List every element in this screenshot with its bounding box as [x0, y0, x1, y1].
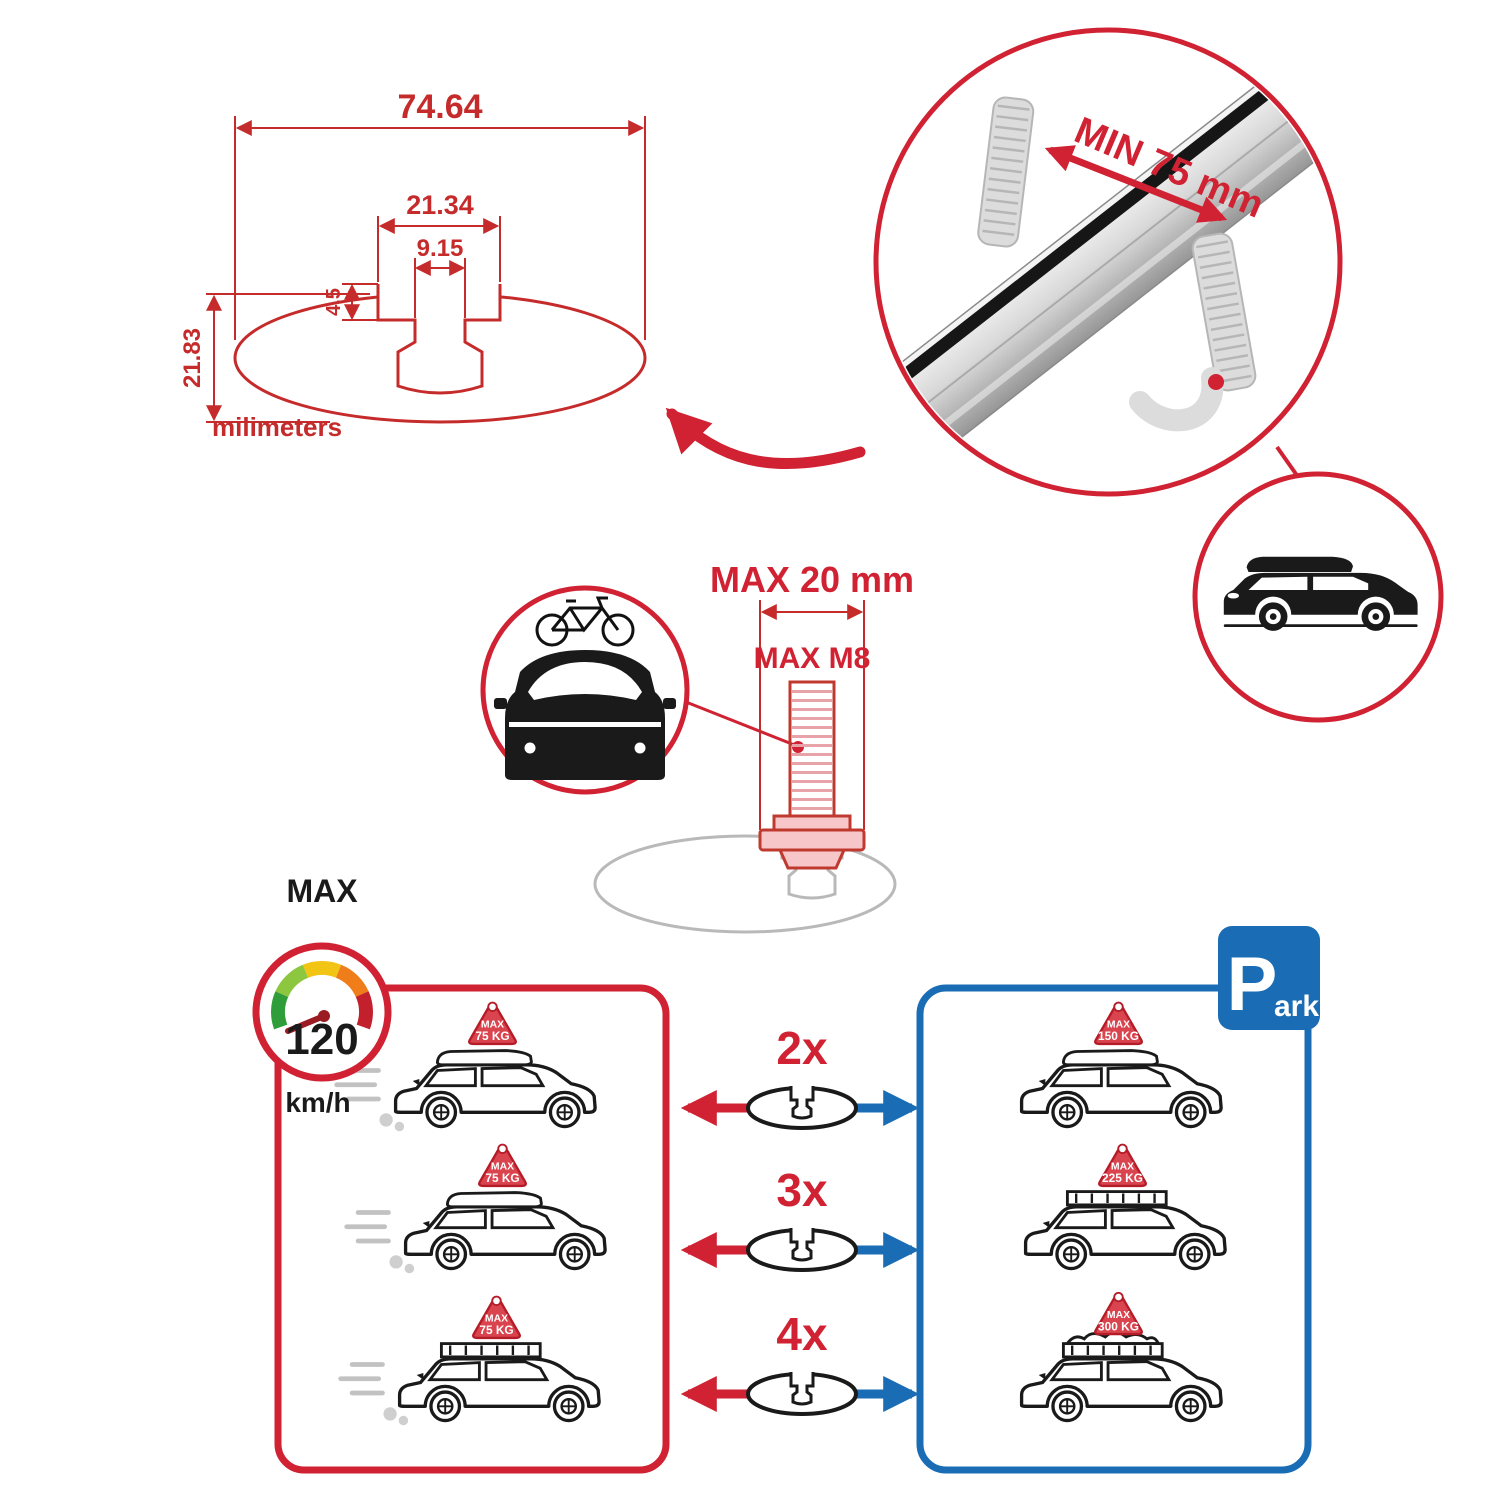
measuring-band-left — [977, 96, 1035, 248]
tag-title: MAX — [485, 1314, 508, 1325]
t-bolt — [758, 680, 866, 870]
gauge-arc — [271, 961, 373, 1030]
parking-sign-ark: ark — [1274, 990, 1319, 1023]
multiplier-rows: 2x 3x 4x — [680, 1022, 920, 1416]
aluminum-crossbar — [880, 34, 1336, 490]
tag-title: MAX — [1107, 1310, 1130, 1321]
driving-box: MAX 75 KG MAX 75 KG — [274, 984, 670, 1474]
roof-box-icon — [435, 1049, 533, 1067]
min-span-arrow — [1044, 145, 1228, 223]
roof-box-icon — [1061, 1049, 1159, 1067]
profile-t-slot — [376, 284, 502, 395]
parking-sign: P ark — [1218, 926, 1320, 1030]
gauge-value: 120 — [285, 1015, 358, 1064]
bolt-diagram: MAX 20 mm MAX M8 — [593, 559, 914, 934]
tag-value: 75 KG — [479, 1323, 513, 1337]
multiplier-label-3: 4x — [776, 1308, 828, 1360]
car-front-icon — [494, 650, 676, 780]
suv-roofbox-icon — [1223, 556, 1418, 633]
motion-lines — [338, 1362, 385, 1396]
crossbar-profile-icon-1 — [746, 1084, 858, 1130]
roof-basket-icon — [1067, 1192, 1166, 1205]
load-tag: MAX 75 KG — [468, 1001, 517, 1046]
gauge-hub — [318, 1010, 330, 1022]
dim-slot-outer: 21.34 — [406, 190, 474, 220]
tag-value: 75 KG — [485, 1171, 519, 1185]
driving-car-2: MAX 75 KG — [344, 1143, 607, 1274]
leader-to-bolt — [685, 700, 798, 748]
dim-slot-inner: 9.15 — [417, 235, 464, 262]
load-tag: MAX 225 KG — [1098, 1143, 1147, 1188]
parked-car-1: MAX 150 KG — [1019, 1001, 1223, 1129]
roof-box-icon — [445, 1191, 543, 1209]
crossbar-profile-icon-3 — [746, 1370, 858, 1416]
suv-roofbox-circle — [1192, 471, 1444, 723]
measuring-band-curve — [1129, 367, 1224, 432]
tag-value: 75 KG — [475, 1029, 509, 1043]
car-front-bike-circle — [480, 585, 804, 795]
pointer-arrow-to-drawing — [665, 407, 866, 469]
gauge-max-label: MAX — [286, 873, 358, 909]
crossbar-profile-icon-2 — [746, 1226, 858, 1272]
tag-value: 150 KG — [1098, 1029, 1139, 1043]
parked-car-3: MAX 300 KG — [1019, 1291, 1223, 1423]
gauge-needle — [285, 1013, 327, 1034]
bike-icon — [535, 596, 635, 647]
gauge-units: km/h — [285, 1087, 350, 1118]
parking-sign-p: P — [1227, 942, 1278, 1027]
multiplier-label-1: 2x — [776, 1022, 828, 1074]
fixpoint-dot — [1208, 374, 1224, 390]
load-tag: MAX 75 KG — [478, 1143, 527, 1188]
dim-overall-width: 74.64 — [397, 88, 482, 126]
tag-title: MAX — [481, 1020, 504, 1031]
bolt-max-width-label: MAX 20 mm — [710, 559, 914, 600]
measuring-band-right — [1191, 232, 1257, 392]
load-tag: MAX 75 KG — [472, 1295, 521, 1340]
bolt-max-thread-label: MAX M8 — [754, 642, 871, 675]
driving-car-3: MAX 75 KG — [338, 1295, 601, 1426]
dim-lip-depth: 4.5 — [323, 288, 345, 316]
tag-value: 300 KG — [1098, 1319, 1139, 1333]
cross-section-drawing: 74.64 21.34 9.15 4.5 21.83 milimeters — [179, 88, 866, 469]
crossbar-closeup: MIN 75 mm — [873, 27, 1343, 497]
tag-value: 225 KG — [1102, 1171, 1143, 1185]
parked-car-2: MAX 225 KG — [1023, 1143, 1227, 1271]
dim-overall-height: 21.83 — [179, 328, 206, 388]
motion-lines — [344, 1210, 391, 1244]
multiplier-label-2: 3x — [776, 1164, 828, 1216]
roof-basket-icon — [441, 1344, 540, 1357]
load-tag: MAX 300 KG — [1094, 1291, 1143, 1336]
tag-title: MAX — [1107, 1020, 1130, 1031]
tag-title: MAX — [491, 1162, 514, 1173]
units-label: milimeters — [212, 412, 342, 442]
load-tag: MAX 150 KG — [1094, 1001, 1143, 1046]
tag-title: MAX — [1111, 1162, 1134, 1173]
speed-limit-gauge: MAX 120 km/h — [252, 873, 392, 1118]
parking-box: MAX 150 KG MAX 225 KG MAX 300 KG — [916, 926, 1320, 1474]
